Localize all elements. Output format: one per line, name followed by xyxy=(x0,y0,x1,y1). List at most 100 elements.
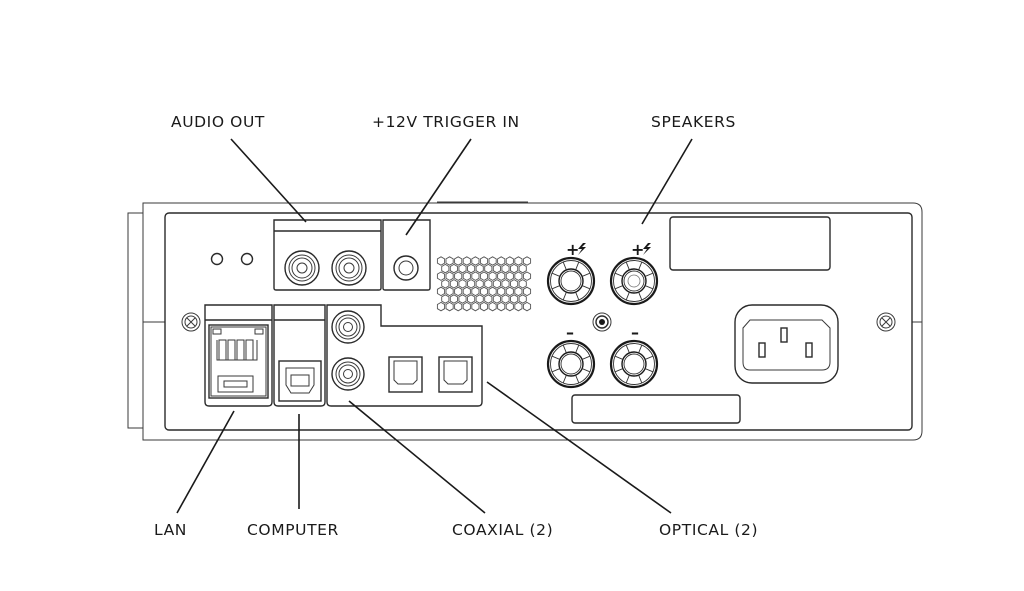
vent-hole xyxy=(467,263,476,274)
coaxial-port-1[interactable] xyxy=(331,310,365,344)
usb-a-port[interactable] xyxy=(217,375,254,393)
vent-hole xyxy=(454,256,463,266)
vent-hole xyxy=(522,286,532,297)
speaker-terminal-left-negative[interactable] xyxy=(546,339,596,389)
vent-hole xyxy=(514,271,523,281)
vent-hole xyxy=(467,279,476,289)
vent-hole xyxy=(514,256,523,266)
vent-hole xyxy=(441,294,450,304)
vent-hole xyxy=(475,294,484,304)
vent-hole xyxy=(497,271,506,281)
chassis xyxy=(127,201,923,441)
label-speakers: SPEAKERS xyxy=(651,113,736,131)
vent-hole xyxy=(445,286,454,297)
vent-hole xyxy=(462,286,471,297)
trigger-in-block xyxy=(382,219,431,291)
vent-hole xyxy=(449,263,458,274)
screw-left xyxy=(181,312,201,332)
vent-hole xyxy=(522,301,532,312)
vent-hole xyxy=(462,256,471,266)
vent-hole xyxy=(501,294,510,304)
vent-hole xyxy=(497,256,506,266)
computer-block xyxy=(273,304,326,407)
vent-hole xyxy=(436,286,446,297)
vent-hole xyxy=(488,256,497,266)
vent-hole xyxy=(518,263,527,274)
audio-out-rca-left[interactable] xyxy=(284,250,320,286)
vent-hole xyxy=(436,271,446,281)
label-optical: OPTICAL (2) xyxy=(659,521,758,539)
optical-port-2[interactable] xyxy=(438,356,473,393)
speaker-terminal-right-positive[interactable] xyxy=(609,256,659,306)
left-rail xyxy=(127,212,143,429)
vent-hole xyxy=(518,279,527,289)
vent-hole xyxy=(458,294,467,304)
vent-hole xyxy=(479,271,489,281)
coaxial-port-2[interactable] xyxy=(331,357,365,391)
vent-hole xyxy=(479,286,489,297)
vent-hole xyxy=(514,286,523,297)
vent-hole xyxy=(445,256,454,266)
label-trigger-in: +12V TRIGGER IN xyxy=(372,113,520,131)
trigger-in-jack[interactable] xyxy=(393,255,419,281)
outer-shell xyxy=(142,202,923,441)
lightning-icon-left xyxy=(578,243,586,255)
vent-hole xyxy=(479,256,489,266)
vent-hole xyxy=(514,301,523,312)
led-hole-1 xyxy=(210,252,224,266)
speaker-terminal-left-positive[interactable] xyxy=(546,256,596,306)
usb-b-port[interactable] xyxy=(278,360,322,402)
vent-hole xyxy=(492,263,501,274)
vent-hole xyxy=(441,279,450,289)
digital-in-block xyxy=(326,304,483,407)
leader-audio-out xyxy=(230,138,307,223)
vent-hole xyxy=(518,294,527,304)
vent-hole xyxy=(505,286,514,297)
positive-mark-right: + xyxy=(631,240,645,259)
vent-hole xyxy=(475,279,484,289)
vent-hole xyxy=(484,279,493,289)
vent-hole xyxy=(497,301,506,312)
negative-mark-right: – xyxy=(631,323,640,342)
leader-coaxial xyxy=(348,400,486,514)
optical-port-1[interactable] xyxy=(388,356,423,393)
vent-hole xyxy=(510,263,519,274)
vent-hole xyxy=(522,256,532,266)
lan-port[interactable] xyxy=(208,324,269,399)
vent-hole xyxy=(471,286,480,297)
leader-speakers xyxy=(641,138,693,225)
lan-block xyxy=(204,304,273,407)
vent-hole xyxy=(445,301,454,312)
vent-hole xyxy=(488,271,497,281)
label-lan: LAN xyxy=(154,521,187,539)
vent-hole xyxy=(436,301,446,312)
vent-hole xyxy=(510,279,519,289)
audio-out-block xyxy=(273,219,382,291)
vent-hole xyxy=(449,279,458,289)
power-inlet[interactable] xyxy=(734,304,839,384)
vent-hole xyxy=(497,286,506,297)
positive-mark-left: + xyxy=(566,240,580,259)
vent-hole xyxy=(484,294,493,304)
audio-out-rca-right[interactable] xyxy=(331,250,367,286)
vent-hole xyxy=(441,263,450,274)
led-hole-2 xyxy=(240,252,254,266)
ground-post[interactable] xyxy=(592,312,612,332)
inner-panel xyxy=(164,212,913,431)
speaker-terminal-right-negative[interactable] xyxy=(609,339,659,389)
vent-hole xyxy=(505,271,514,281)
vent-hole xyxy=(492,294,501,304)
label-audio-out: AUDIO OUT xyxy=(171,113,265,131)
vent-hole xyxy=(467,294,476,304)
vent-hole xyxy=(488,301,497,312)
vent-hole xyxy=(471,271,480,281)
vent-hole xyxy=(488,286,497,297)
vent-hole xyxy=(458,263,467,274)
vent-hole xyxy=(484,263,493,274)
label-plate-top xyxy=(669,216,831,271)
leader-lines xyxy=(176,138,693,514)
speaker-terminals xyxy=(546,256,659,389)
vent-hole xyxy=(501,263,510,274)
vent-hole xyxy=(454,301,463,312)
